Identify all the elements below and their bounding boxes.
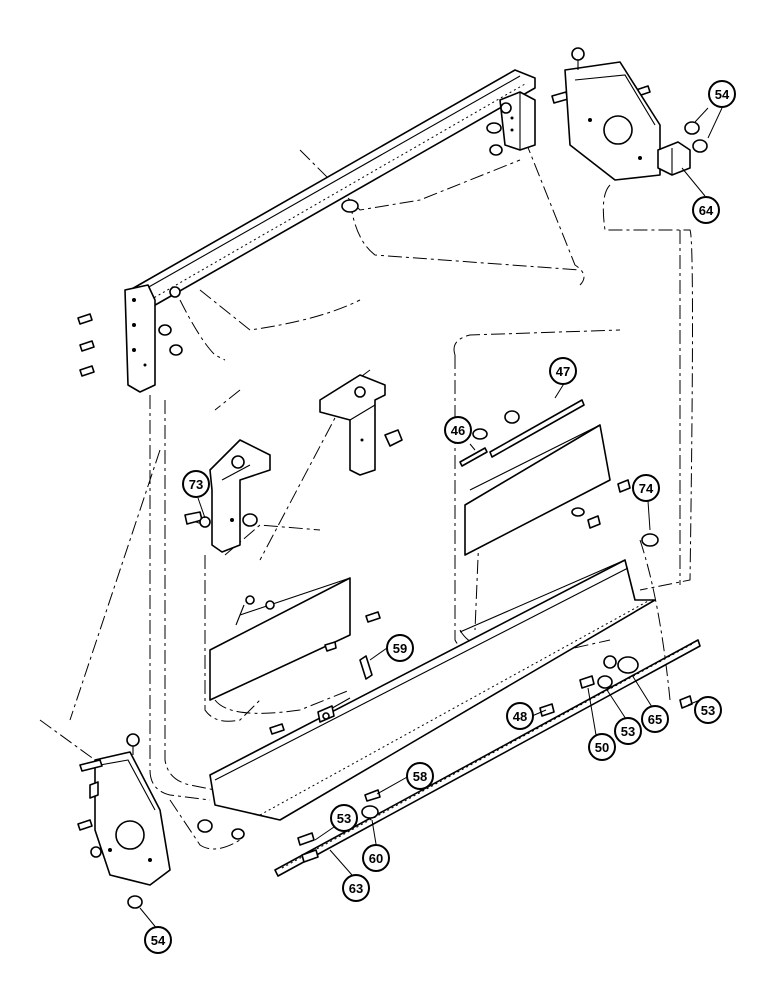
callout-53-mid: 53: [614, 717, 642, 745]
callout-73: 73: [182, 470, 210, 498]
callout-label: 59: [393, 641, 407, 656]
callout-59: 59: [386, 634, 414, 662]
hardware-top: [77, 85, 651, 377]
callout-label: 74: [639, 481, 654, 496]
callout-label: 58: [413, 769, 427, 784]
callout-label: 50: [595, 740, 609, 755]
callout-label: 63: [349, 881, 363, 896]
callout-63: 63: [342, 874, 370, 902]
center-support-bracket: [319, 374, 403, 476]
callout-47: 47: [549, 357, 577, 385]
callout-53-right: 53: [694, 696, 722, 724]
right-shield: [459, 399, 659, 556]
callout-50: 50: [588, 733, 616, 761]
callout-54-bottom: 54: [144, 926, 172, 954]
callout-label: 53: [621, 724, 635, 739]
left-lower-shield: [209, 577, 381, 701]
callout-74: 74: [632, 474, 660, 502]
callout-label: 53: [701, 703, 715, 718]
callout-label: 73: [189, 477, 203, 492]
callout-label: 47: [556, 364, 570, 379]
hardware-floor: [231, 655, 693, 863]
callout-label: 60: [369, 851, 383, 866]
callout-label: 48: [513, 709, 527, 724]
callout-label: 54: [151, 933, 166, 948]
callout-label: 64: [699, 203, 714, 218]
callout-48: 48: [506, 702, 534, 730]
callout-leaders: [139, 107, 723, 931]
right-upper-end-plate: [564, 47, 708, 181]
callout-64: 64: [692, 196, 720, 224]
callout-65: 65: [641, 705, 669, 733]
left-lower-end-plate: [77, 733, 213, 909]
left-support-bracket: [184, 439, 271, 553]
callout-label: 65: [648, 712, 662, 727]
callout-54-top: 54: [708, 80, 736, 108]
callout-53-left: 53: [330, 804, 358, 832]
callout-58: 58: [406, 762, 434, 790]
callout-label: 53: [337, 811, 351, 826]
callout-60: 60: [362, 844, 390, 872]
callout-label: 54: [715, 87, 730, 102]
top-cross-beam: [124, 69, 536, 393]
lower-floor-pan: [209, 559, 701, 877]
callout-46: 46: [444, 416, 472, 444]
callout-label: 46: [451, 423, 465, 438]
